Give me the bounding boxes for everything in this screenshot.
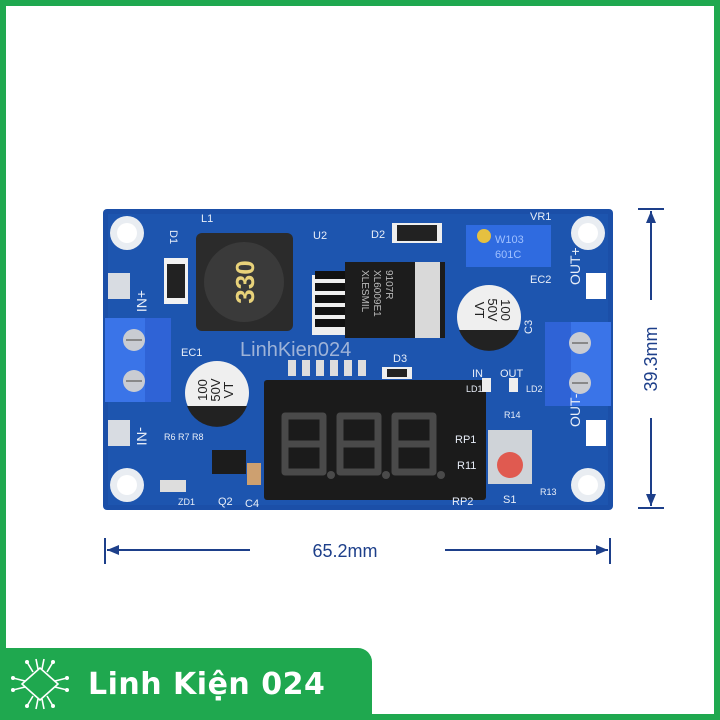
mounting-hole <box>110 468 144 502</box>
label-rp2: RP2 <box>452 496 473 508</box>
label-ec1: EC1 <box>181 347 202 359</box>
label-ld2: LD2 <box>526 384 543 394</box>
height-label: 39.3mm <box>641 326 661 391</box>
label-s1: S1 <box>503 494 516 506</box>
capacitor-marking: VT <box>472 302 487 319</box>
label-c3: C3 <box>523 320 535 334</box>
input-terminal-block <box>105 318 171 402</box>
label-q2: Q2 <box>218 496 233 508</box>
capacitor-marking: 50V <box>485 298 500 321</box>
label-out-minus: OUT- <box>567 393 583 427</box>
brand-banner: Linh Kiện 024 <box>0 648 372 720</box>
label-rp1: RP1 <box>455 434 476 446</box>
label-out-plus: OUT+ <box>567 247 583 285</box>
label-ld1: LD1 <box>466 384 483 394</box>
label-d2: D2 <box>371 229 385 241</box>
ic-marking: 9107R <box>383 270 394 299</box>
label-u2: U2 <box>313 230 327 242</box>
label-c4: C4 <box>245 498 259 510</box>
push-button-s1 <box>488 430 532 484</box>
ic-u2: XLESMIL XL6009E1 9107R <box>312 262 445 338</box>
label-r13: R13 <box>540 487 557 497</box>
trimmer-marking: 601C <box>495 249 521 261</box>
label-ec2: EC2 <box>530 274 551 286</box>
seven-segment-display <box>264 380 486 500</box>
chip-logo-icon <box>11 658 69 710</box>
trimmer-potentiometer-vr1: W103 601C <box>466 225 551 267</box>
output-terminal-block <box>545 322 611 406</box>
inductor-marking: 330 <box>230 260 260 303</box>
label-out: OUT <box>500 368 524 380</box>
ic-marking: XLESMIL <box>359 270 370 313</box>
label-r11: R11 <box>457 460 476 472</box>
label-r8: R8 <box>192 432 204 442</box>
capacitor-marking: VT <box>221 382 236 399</box>
watermark: LinhKien024 <box>240 339 351 361</box>
capacitor-marking: 100 <box>195 379 210 401</box>
label-vr1: VR1 <box>530 211 551 223</box>
capacitor-marking: 100 <box>498 299 513 321</box>
height-dimension <box>638 208 664 509</box>
silkscreen-labels: +NI -NI OUT+ OUT- L1 D1 U2 D2 VR1 EC2 EC… <box>134 211 583 510</box>
ic-marking: XL6009E1 <box>371 270 382 317</box>
mounting-hole <box>110 216 144 250</box>
width-label: 65.2mm <box>312 541 377 561</box>
label-r14: R14 <box>504 410 521 420</box>
label-r7: R7 <box>178 432 190 442</box>
label-l1: L1 <box>201 213 213 225</box>
pcb-board: 330 XLESMIL XL6009E1 9107R W103 601C <box>103 209 613 510</box>
capacitor-ec1: 100 50V VT <box>185 361 249 427</box>
label-zd1: ZD1 <box>178 497 195 507</box>
inductor-l1: 330 <box>196 233 293 331</box>
label-in-minus: -NI <box>134 427 150 446</box>
width-dimension <box>104 538 611 564</box>
capacitor-marking: 50V <box>208 378 223 401</box>
label-d3: D3 <box>393 353 407 365</box>
mounting-hole <box>571 468 605 502</box>
trimmer-marking: W103 <box>495 234 524 246</box>
label-in-plus: +NI <box>134 290 150 312</box>
label-d1: D1 <box>167 230 179 244</box>
label-r6: R6 <box>164 432 176 442</box>
brand-name: Linh Kiện 024 <box>88 666 326 702</box>
capacitor-ec2: 100 50V VT <box>457 285 521 351</box>
mounting-hole <box>571 216 605 250</box>
label-in: IN <box>472 368 483 380</box>
